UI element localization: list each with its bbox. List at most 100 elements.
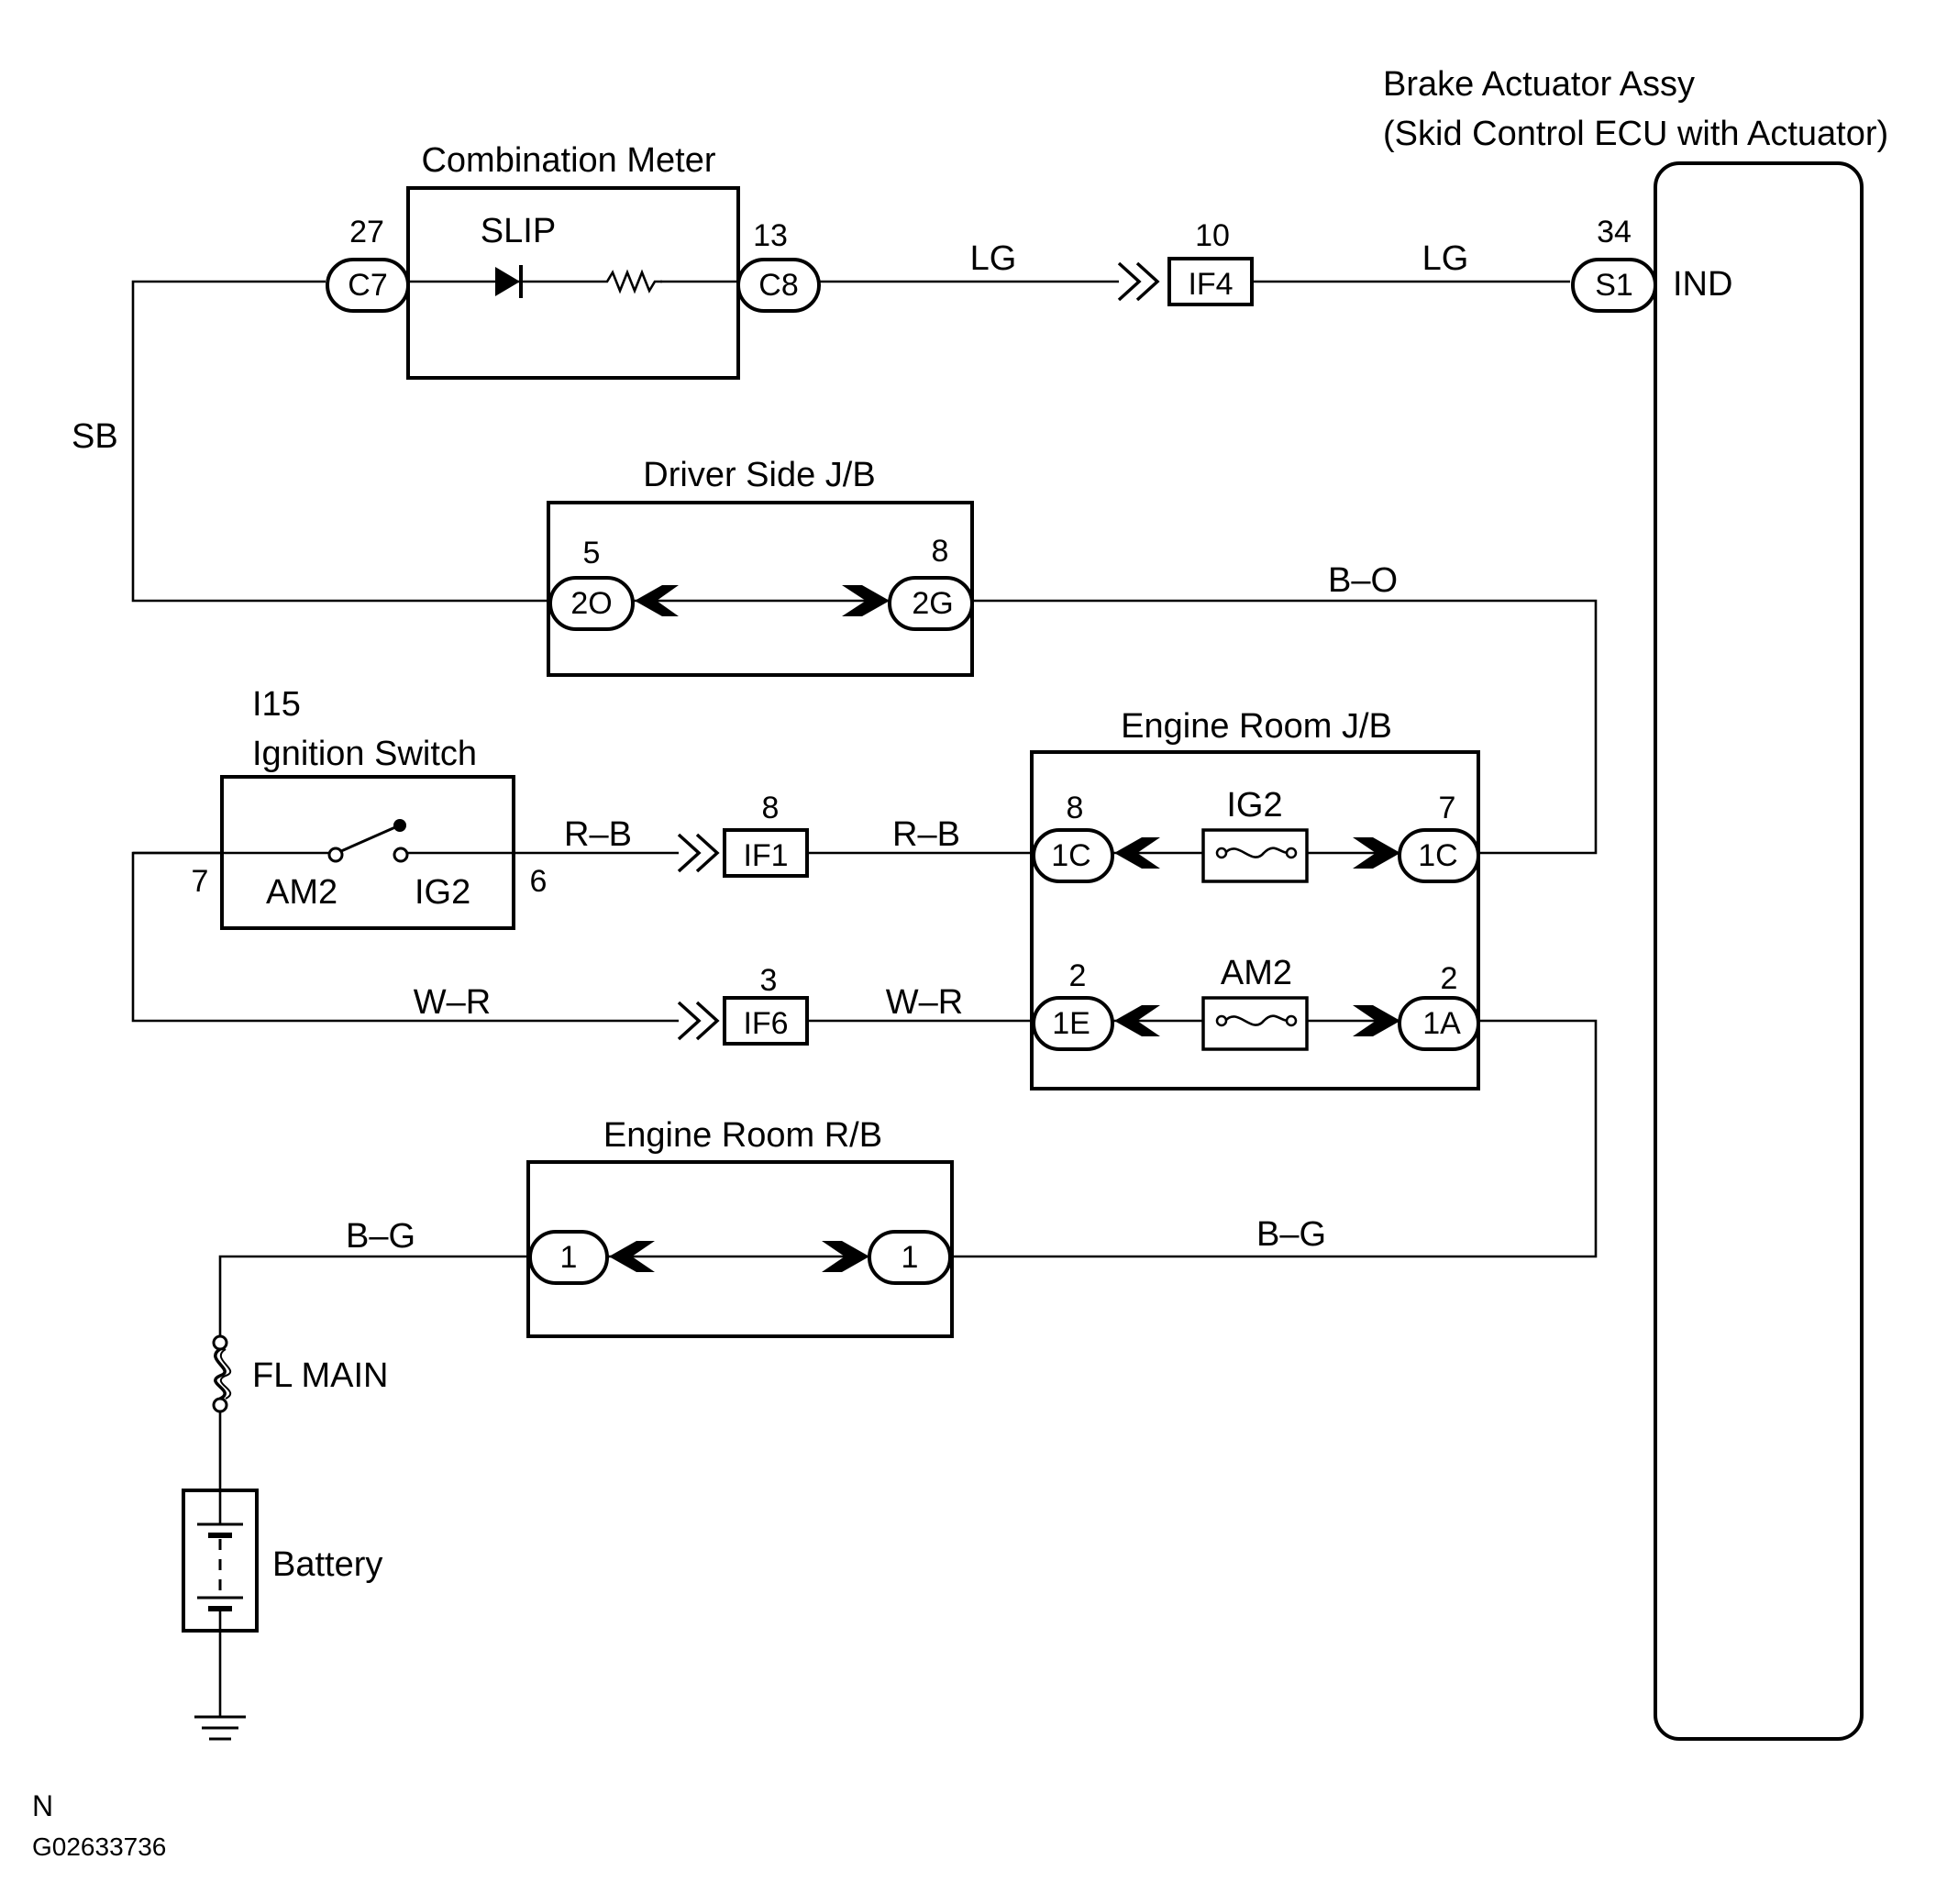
2g-arrow-icon xyxy=(842,585,890,616)
erjb-1a-arrow-icon xyxy=(1353,1005,1400,1036)
c7-connector-label: C7 xyxy=(348,268,387,303)
s1-pin-number: 34 xyxy=(1597,215,1632,249)
battery: Battery xyxy=(182,1489,382,1633)
ignition-switch-id: I15 xyxy=(252,685,301,724)
if4-junction: IF4 10 xyxy=(1117,218,1254,306)
if1-double-arrow-icon-2 xyxy=(695,833,720,873)
2g-connector-label: 2G xyxy=(912,586,953,621)
am2-fuse-label: AM2 xyxy=(1221,954,1292,992)
brake-actuator-box xyxy=(1654,161,1864,1741)
brake-actuator-subtitle: (Skid Control ECU with Actuator) xyxy=(1383,115,1888,153)
engine-room-rb-box xyxy=(526,1160,954,1338)
if1-label: IF1 xyxy=(743,838,788,873)
if6-pin-number: 3 xyxy=(760,963,778,998)
if6-double-arrow-icon-2 xyxy=(695,1001,720,1041)
erjb-1e-connector xyxy=(1032,996,1114,1051)
2o-pin-number: 5 xyxy=(583,536,601,570)
brake-actuator-title: Brake Actuator Assy xyxy=(1383,65,1695,104)
if1-connector xyxy=(723,828,809,878)
rb-right-pin: 1 xyxy=(902,1240,919,1275)
battery-label: Battery xyxy=(272,1545,382,1584)
slip-led-diode-icon xyxy=(495,267,520,296)
wire-label-r-b-left: R–B xyxy=(564,815,632,854)
erjb-1c-right-arrow-icon xyxy=(1353,837,1400,869)
c8-pin-number: 13 xyxy=(753,218,788,253)
combination-meter-title: Combination Meter xyxy=(421,141,715,180)
fl-main-label: FL MAIN xyxy=(252,1356,389,1395)
wire-label-w-r-right: W–R xyxy=(886,983,963,1022)
ignition-pin-7: 7 xyxy=(192,864,209,899)
wire-label-b-g-left: B–G xyxy=(346,1217,415,1256)
if4-double-arrow-icon xyxy=(1117,261,1142,302)
if1-junction: IF1 8 xyxy=(677,791,809,878)
rb-right-arrow-icon xyxy=(822,1241,869,1272)
engine-room-rb: Engine Room R/B 1 1 xyxy=(526,1116,954,1338)
driver-side-jb-title: Driver Side J/B xyxy=(643,456,875,494)
if4-pin-number: 10 xyxy=(1195,218,1230,253)
erjb-top-right-pin: 7 xyxy=(1439,791,1456,825)
erjb-1c-left-label: 1C xyxy=(1051,838,1090,873)
wire-label-lg-right: LG xyxy=(1422,239,1469,278)
am2-fuse-terminal-right xyxy=(1285,1014,1298,1027)
s1-connector-label: S1 xyxy=(1595,268,1633,303)
c8-connector-label: C8 xyxy=(758,268,798,303)
c7-connector xyxy=(326,258,410,313)
brake-actuator-ind-terminal: IND xyxy=(1673,265,1732,304)
erjb-1c-right-label: 1C xyxy=(1418,838,1457,873)
wire-b-o xyxy=(972,599,1598,855)
wire-b-g-left xyxy=(218,1255,530,1337)
wire-label-b-g-right: B–G xyxy=(1256,1215,1326,1254)
if6-junction: IF6 3 xyxy=(677,963,809,1046)
fl-main-fuse: FL MAIN xyxy=(212,1334,389,1413)
2o-connector-label: 2O xyxy=(570,586,612,621)
fl-main-terminal-bottom xyxy=(212,1397,228,1413)
fl-main-terminal-top xyxy=(212,1334,228,1351)
ignition-contact-right xyxy=(393,847,409,863)
erjb-1e-arrow-icon xyxy=(1114,1005,1160,1036)
rb-right-connector xyxy=(868,1230,952,1285)
erjb-1c-left-arrow-icon xyxy=(1114,837,1160,869)
ig2-terminal-label: IG2 xyxy=(415,873,470,912)
2o-arrow-icon xyxy=(635,585,679,616)
ground-icon xyxy=(194,1715,246,1741)
ignition-switch-box xyxy=(220,775,515,930)
if4-double-arrow-icon-2 xyxy=(1135,261,1160,302)
rb-left-pin: 1 xyxy=(560,1240,578,1275)
ignition-switch: I15 Ignition Switch AM2 IG2 7 6 xyxy=(192,685,547,930)
combination-meter: Combination Meter SLIP 27 C7 13 C8 xyxy=(326,141,821,380)
if6-label: IF6 xyxy=(743,1006,788,1041)
2o-connector xyxy=(548,576,635,631)
ignition-lever-knob xyxy=(393,819,406,832)
ignition-switch-title: Ignition Switch xyxy=(252,735,477,773)
2g-pin-number: 8 xyxy=(932,534,949,569)
erjb-1a-connector xyxy=(1398,996,1480,1051)
rb-left-arrow-icon xyxy=(609,1241,655,1272)
footer-mark: N xyxy=(32,1789,53,1822)
erjb-top-left-pin: 8 xyxy=(1067,791,1084,825)
am2-terminal-label: AM2 xyxy=(266,873,337,912)
if4-label: IF4 xyxy=(1188,267,1233,302)
erjb-1a-label: 1A xyxy=(1422,1006,1461,1041)
engine-room-jb-box xyxy=(1030,750,1480,1090)
erjb-bottom-left-pin: 2 xyxy=(1069,958,1087,993)
if6-connector xyxy=(723,996,809,1046)
driver-side-jb-box xyxy=(547,501,974,677)
wire-b-g-right xyxy=(949,1019,1598,1258)
wire-label-sb: SB xyxy=(72,417,118,456)
wire-label-b-o: B–O xyxy=(1328,561,1398,600)
if4-connector xyxy=(1167,257,1254,306)
engine-room-rb-title: Engine Room R/B xyxy=(603,1116,882,1155)
c8-connector xyxy=(736,258,821,313)
ig2-fuse-terminal-left xyxy=(1215,847,1228,859)
c7-pin-number: 27 xyxy=(349,215,384,249)
footer-code: G02633736 xyxy=(32,1832,166,1861)
engine-room-jb-title: Engine Room J/B xyxy=(1121,707,1392,746)
am2-fuse-terminal-left xyxy=(1215,1014,1228,1027)
slip-indicator-label: SLIP xyxy=(481,212,556,250)
ig2-fuse-terminal-right xyxy=(1285,847,1298,859)
ig2-fuse-label: IG2 xyxy=(1226,786,1282,825)
fl-main-fuse-icon-2 xyxy=(219,1348,232,1400)
am2-fuse-icon xyxy=(1224,1014,1289,1026)
ignition-switch-lever-icon xyxy=(340,822,404,853)
